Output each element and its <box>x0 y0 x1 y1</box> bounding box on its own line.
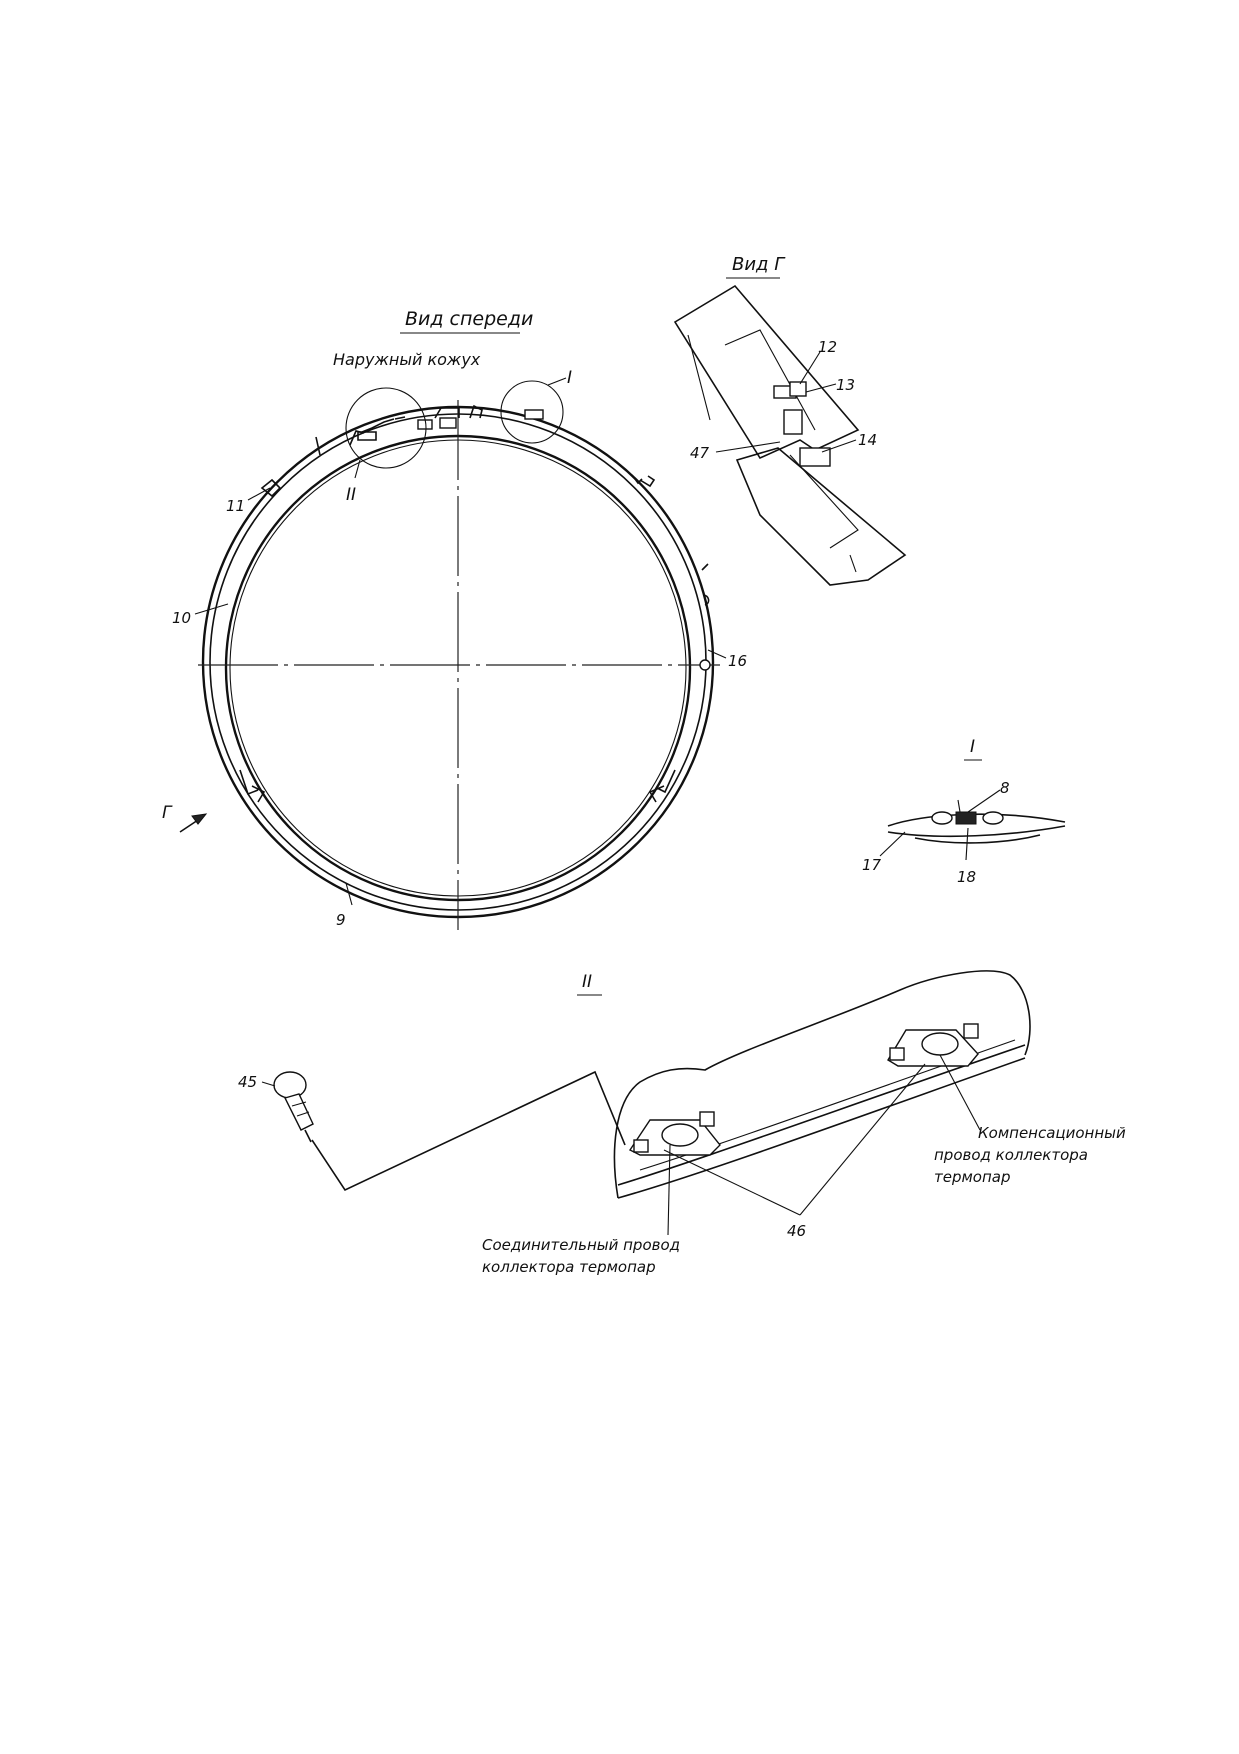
view-g-part-14 <box>799 447 831 467</box>
detail-2-left-clamp-bolt <box>699 1111 715 1127</box>
detail-1-left-clamp <box>931 811 953 825</box>
view-g: Вид Г 12 13 14 47 <box>673 254 907 586</box>
detail-1-leader <box>547 377 567 386</box>
part-11-body <box>260 478 282 498</box>
view-g-joint-block <box>783 409 803 435</box>
callout-8-leader <box>967 789 1001 813</box>
front-view: Вид спереди Наружный кожух I II <box>162 308 747 930</box>
callout-13-leader <box>805 383 837 393</box>
detail-2-shell-mid <box>617 1044 1026 1186</box>
callout-16-leader <box>707 649 727 659</box>
callout-46-leader-right <box>799 1063 926 1216</box>
callout-10-leader <box>194 603 229 615</box>
detail-1-right-clamp <box>982 811 1004 825</box>
connecting-wire-path <box>311 1070 626 1192</box>
detail-1: I 8 17 18 <box>862 737 1066 886</box>
callout-16: 16 <box>728 652 747 670</box>
detail-1-shell-bottom <box>887 825 1066 838</box>
view-g-title: Вид Г <box>732 254 786 275</box>
connecting-wire-note-line2: коллектора термопар <box>482 1258 656 1276</box>
callout-17: 17 <box>862 856 882 874</box>
detail-1-circle <box>500 380 564 444</box>
compensation-wire-note-leader <box>939 1054 981 1131</box>
part-45-connector <box>273 1071 314 1143</box>
callout-12-leader <box>799 351 821 385</box>
callout-12: 12 <box>818 338 837 356</box>
detail-2-right-clamp-bolt <box>963 1023 979 1039</box>
right-bracket <box>639 475 656 488</box>
callout-46: 46 <box>787 1222 806 1240</box>
right-fittings <box>701 563 710 606</box>
callout-13: 13 <box>836 376 855 394</box>
view-g-upper-piece <box>673 284 860 460</box>
detail-2-mark: II <box>346 485 356 505</box>
callout-47-leader <box>715 441 781 453</box>
left-lower-support <box>239 769 266 803</box>
callout-46-leader-left <box>663 1149 801 1216</box>
callout-9-leader <box>345 882 353 906</box>
casing-hatch <box>349 416 406 446</box>
detail-2-circle <box>345 387 427 469</box>
detail-1-mark: I <box>567 368 572 388</box>
outer-casing-label: Наружный кожух <box>333 350 481 369</box>
part-16-boss <box>699 659 711 671</box>
callout-10: 10 <box>172 609 191 627</box>
detail-2-left-wire-section <box>661 1123 699 1147</box>
right-top-clamp <box>524 409 544 420</box>
view-g-lower-slot <box>789 454 859 549</box>
view-g-arrow-label: Г <box>162 803 173 823</box>
view-g-lower-tick <box>849 554 857 573</box>
callout-17-leader <box>879 831 906 857</box>
callout-11-leader <box>247 487 271 501</box>
detail-1-center-block <box>955 811 977 825</box>
callout-9: 9 <box>336 911 346 929</box>
view-g-lower-piece <box>735 447 907 586</box>
front-view-title: Вид спереди <box>405 308 533 330</box>
detail-2-shell-bottom <box>617 1057 1026 1199</box>
callout-47: 47 <box>690 444 710 462</box>
compensation-wire-note-line1: Компенсационный <box>978 1124 1126 1142</box>
top-clamp-a <box>439 417 457 429</box>
view-g-upper-edge <box>687 334 711 421</box>
view-g-arrowhead <box>191 813 208 825</box>
callout-45: 45 <box>238 1073 257 1091</box>
connecting-wire-note-line1: Соединительный провод <box>482 1236 680 1254</box>
callout-8: 8 <box>1000 779 1010 797</box>
detail-2-title: II <box>582 972 592 992</box>
detail-2-cutout-outline <box>613 970 1031 1199</box>
callout-18-leader <box>965 827 969 861</box>
callout-18: 18 <box>957 868 976 886</box>
casing-clip <box>357 431 377 441</box>
detail-2-right-wire-section <box>921 1032 959 1056</box>
right-lower-support <box>648 769 676 803</box>
detail-2: II 45 46 Соедините <box>238 970 1126 1276</box>
compensation-wire-note-line3: термопар <box>934 1168 1011 1186</box>
compensation-wire-note-line2: провод коллектора <box>934 1146 1088 1164</box>
detail-2-left-clamp-foot <box>633 1139 649 1153</box>
callout-14-leader <box>821 439 857 453</box>
callout-45-leader <box>261 1081 276 1087</box>
top-joint <box>434 404 483 419</box>
detail-2-leader <box>354 459 361 479</box>
callout-11: 11 <box>226 497 245 515</box>
detail-1-base-line <box>914 834 1041 844</box>
detail-1-stud <box>957 799 961 813</box>
detail-2-right-clamp-foot <box>889 1047 905 1061</box>
connecting-wire-note-leader <box>667 1144 671 1236</box>
callout-14: 14 <box>858 431 877 449</box>
detail-1-title: I <box>970 737 975 757</box>
view-g-part-13 <box>789 381 807 397</box>
